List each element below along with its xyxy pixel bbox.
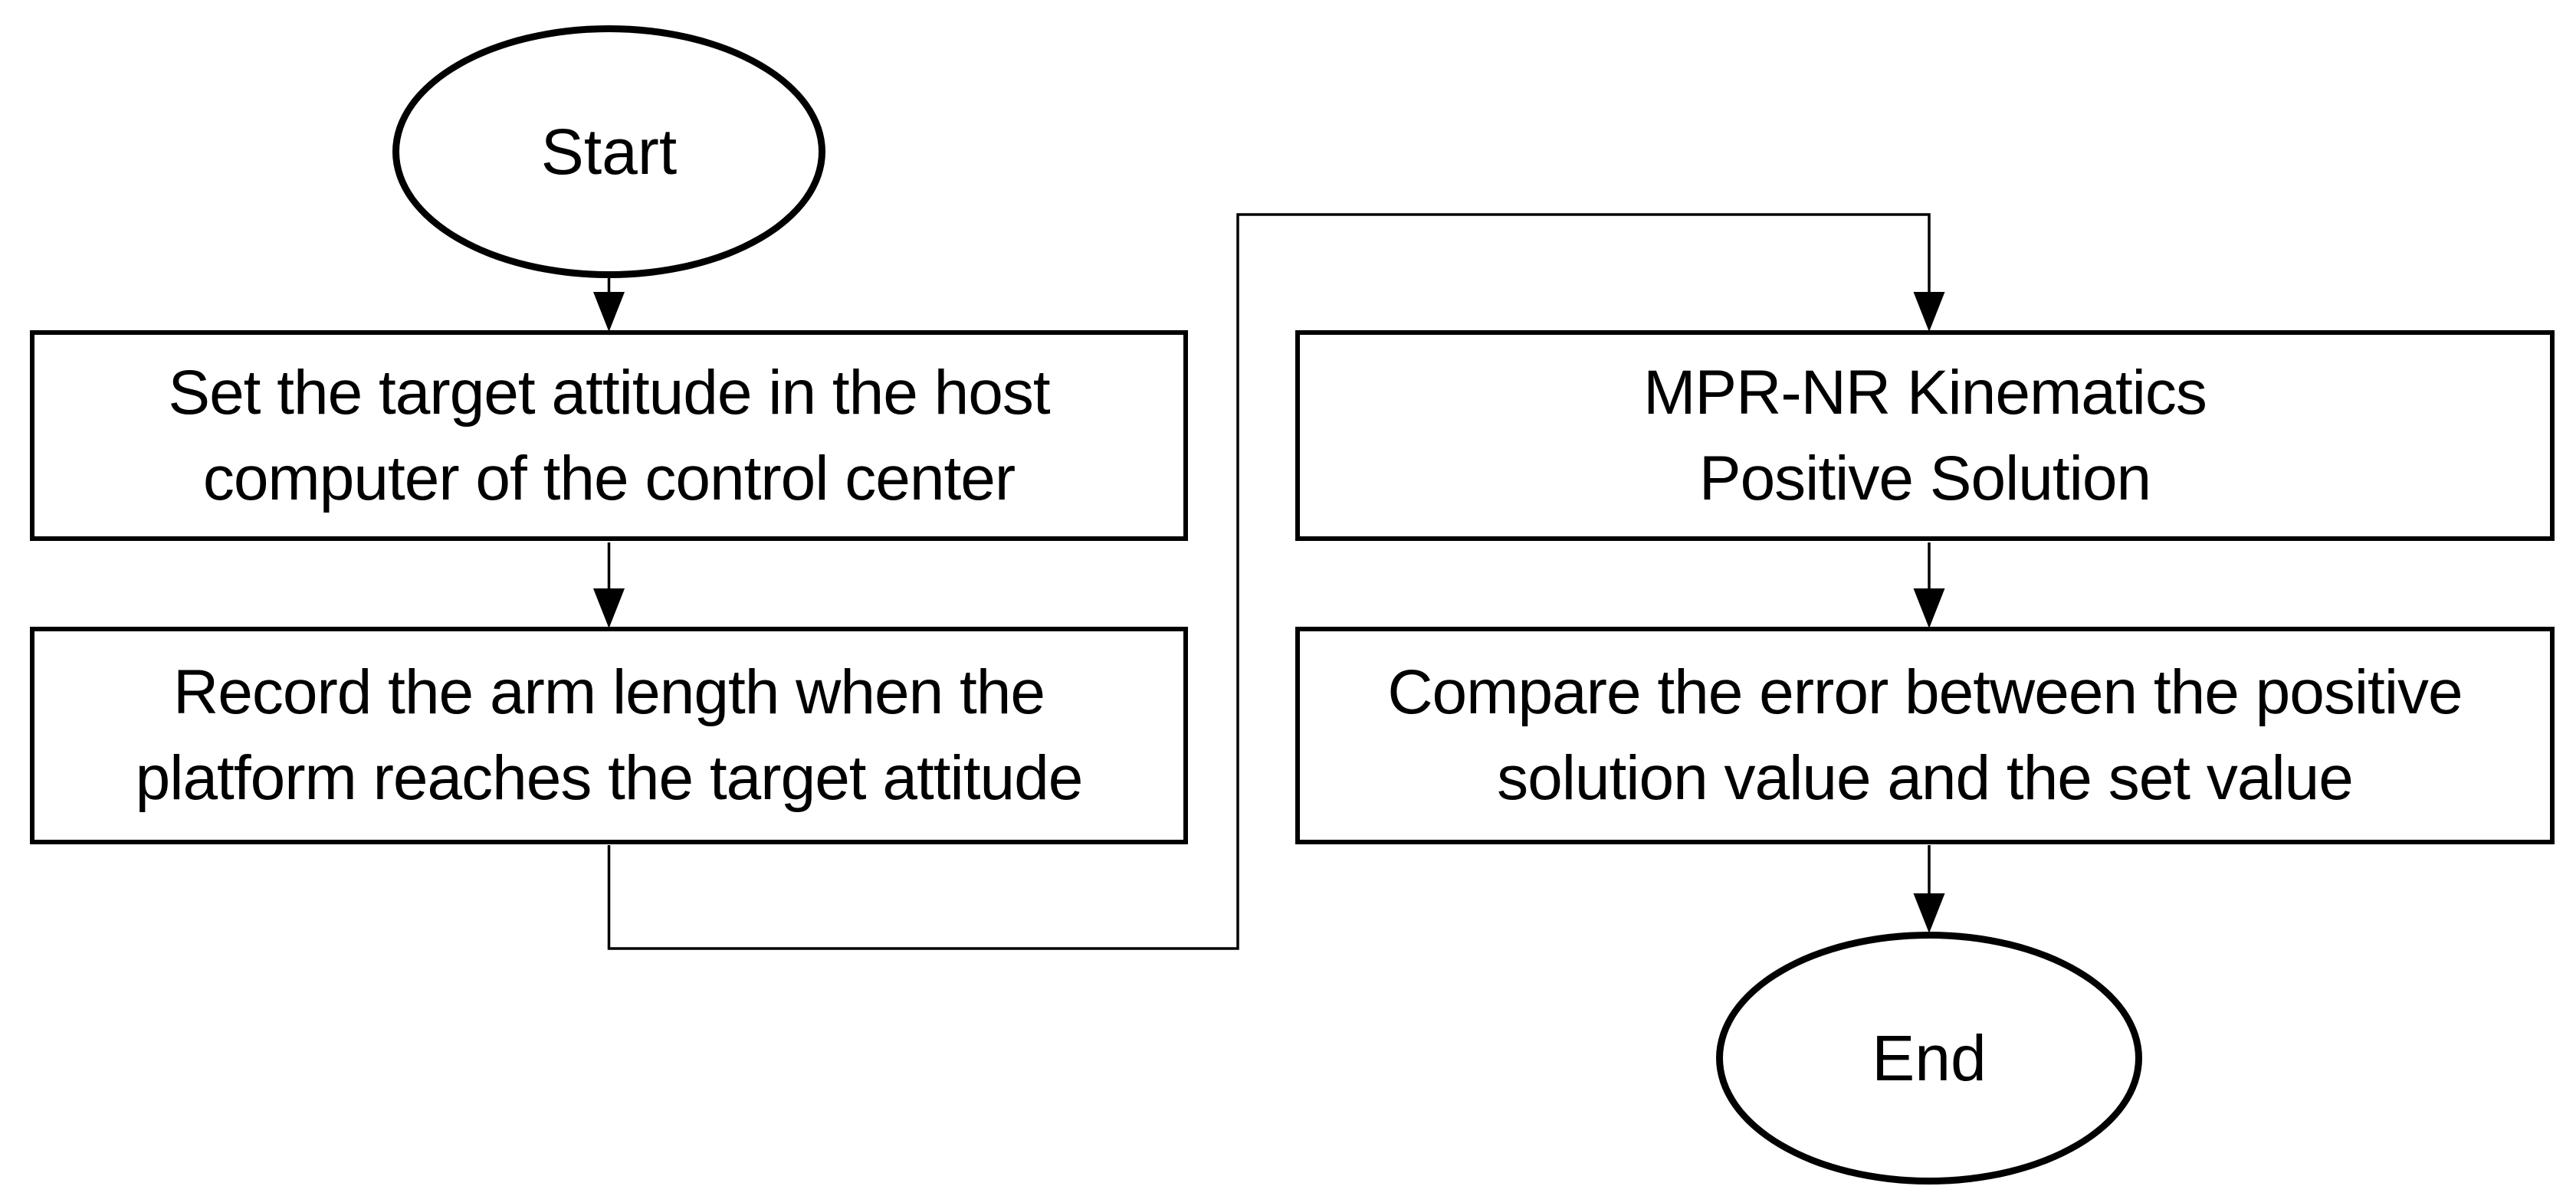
edge-start-to-set-target-arrowhead [593, 292, 625, 332]
edge-compare-error-to-end-arrowhead [1913, 893, 1945, 933]
terminator-end: End [1716, 932, 2142, 1185]
edge-record-arm-to-mpr-nr-arrowhead [1913, 292, 1945, 332]
process-box-compare-error-line2: solution value and the set value [1497, 743, 2354, 813]
process-box-record-arm-line1: Record the arm length when the [173, 657, 1045, 727]
process-box-compare-error: Compare the error between the positive s… [1295, 627, 2555, 844]
process-box-set-target-line2: computer of the control center [202, 443, 1016, 513]
process-box-compare-error-line1: Compare the error between the positive [1387, 657, 2463, 727]
process-box-record-arm: Record the arm length when the platform … [30, 627, 1188, 844]
terminator-start: Start [392, 25, 825, 278]
process-box-mpr-nr-line1: MPR-NR Kinematics [1643, 357, 2207, 428]
terminator-start-label: Start [540, 116, 678, 188]
edge-record-arm-to-mpr-nr-line [607, 213, 1931, 950]
process-box-set-target-line1: Set the target attitude in the host [168, 357, 1050, 428]
edge-set-target-to-record-arm-arrowhead [593, 588, 625, 628]
process-box-mpr-nr-line2: Positive Solution [1698, 443, 2151, 513]
terminator-end-label: End [1872, 1022, 1987, 1094]
process-box-set-target: Set the target attitude in the host comp… [30, 330, 1188, 541]
edge-mpr-nr-to-compare-error-arrowhead [1913, 588, 1945, 628]
process-box-mpr-nr: MPR-NR Kinematics Positive Solution [1295, 330, 2555, 541]
process-box-record-arm-line2: platform reaches the target attitude [135, 743, 1084, 813]
